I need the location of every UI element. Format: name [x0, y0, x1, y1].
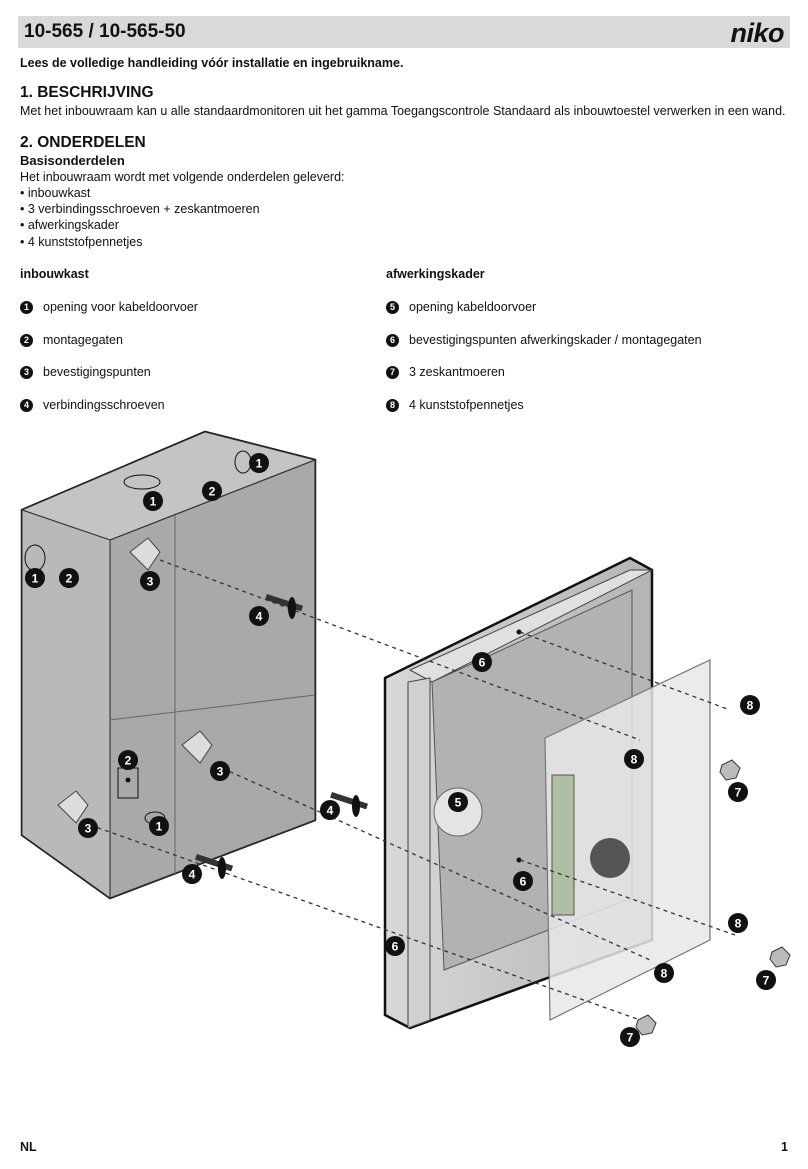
svg-text:3: 3 [147, 575, 154, 589]
assembly-lines [89, 559, 736, 1021]
legend-label: verbindingsschroeven [43, 398, 165, 412]
legend-number: 7 [386, 365, 399, 379]
bullet-item: • inbouwkast [20, 186, 91, 200]
legend-label: montagegaten [43, 333, 123, 347]
legend-label: 4 kunststofpennetjes [409, 398, 524, 412]
monitor-plate [544, 659, 711, 1021]
svg-text:2: 2 [66, 572, 73, 586]
legend-item: 6 bevestigingspunten afwerkingskader / m… [386, 333, 702, 347]
svg-text:1: 1 [256, 457, 263, 471]
legend-right-title: afwerkingskader [386, 267, 485, 281]
legend-label: 3 zeskantmoeren [409, 365, 505, 379]
header-bar: 10-565 / 10-565-50 niko [18, 16, 790, 48]
svg-text:6: 6 [520, 875, 527, 889]
svg-text:6: 6 [479, 656, 486, 670]
footer-language: NL [20, 1140, 37, 1154]
section2-subheading: Basisonderdelen [20, 153, 125, 168]
svg-text:2: 2 [209, 485, 216, 499]
page-number: 1 [781, 1140, 788, 1154]
legend-item: 3 bevestigingspunten [20, 365, 151, 379]
legend-label: opening kabeldoorvoer [409, 300, 537, 314]
bullet-item: • 4 kunststofpennetjes [20, 235, 143, 249]
legend-number: 4 [20, 398, 33, 412]
legend-item: 2 montagegaten [20, 333, 123, 347]
svg-text:8: 8 [661, 967, 668, 981]
svg-text:1: 1 [150, 495, 157, 509]
section2-text: Het inbouwraam wordt met volgende onderd… [20, 170, 345, 184]
svg-text:8: 8 [631, 753, 638, 767]
intro-text: Lees de volledige handleiding vóór insta… [20, 56, 404, 70]
brand-logo: niko [730, 18, 784, 48]
svg-text:7: 7 [627, 1031, 634, 1045]
bullet-item: • afwerkingskader [20, 218, 119, 232]
legend-number: 2 [20, 333, 33, 347]
legend-item: 8 4 kunststofpennetjes [386, 398, 524, 412]
legend-item: 7 3 zeskantmoeren [386, 365, 505, 379]
svg-text:1: 1 [32, 572, 39, 586]
legend-number: 6 [386, 333, 399, 347]
svg-text:3: 3 [217, 765, 224, 779]
legend-number: 5 [386, 300, 399, 314]
bullet-item: • 3 verbindingsschroeven + zeskantmoeren [20, 202, 260, 216]
callout-markers: 1 1 1 1 2 2 2 3 3 3 4 4 4 5 6 6 6 7 7 7 … [25, 453, 776, 1047]
svg-text:6: 6 [392, 940, 399, 954]
svg-text:8: 8 [747, 699, 754, 713]
svg-text:4: 4 [189, 868, 196, 882]
inbouwkast-box [20, 430, 317, 900]
legend-label: bevestigingspunten [43, 365, 151, 379]
assembly-illustration: 1 1 1 1 2 2 2 3 3 3 4 4 4 5 6 6 6 7 7 7 … [20, 430, 791, 1047]
svg-text:5: 5 [455, 796, 462, 810]
svg-text:4: 4 [327, 804, 334, 818]
section1-text: Met het inbouwraam kan u alle standaardm… [20, 104, 786, 118]
legend-label: bevestigingspunten afwerkingskader / mon… [409, 333, 702, 347]
svg-text:3: 3 [85, 822, 92, 836]
legend-number: 3 [20, 365, 33, 379]
section2-heading: 2. ONDERDELEN [20, 134, 146, 151]
svg-text:4: 4 [256, 610, 263, 624]
svg-text:7: 7 [763, 974, 770, 988]
legend-item: 4 verbindingsschroeven [20, 398, 165, 412]
legend-number: 8 [386, 398, 399, 412]
nut-parts [635, 759, 791, 1036]
section1-heading: 1. BESCHRIJVING [20, 84, 154, 101]
legend-label: opening voor kabeldoorvoer [43, 300, 198, 314]
model-title: 10-565 / 10-565-50 [24, 21, 186, 42]
legend-left-title: inbouwkast [20, 267, 89, 281]
legend-item: 5 opening kabeldoorvoer [386, 300, 536, 314]
svg-text:1: 1 [156, 820, 163, 834]
afwerkingskader-frame [383, 556, 654, 1030]
legend-item: 1 opening voor kabeldoorvoer [20, 300, 198, 314]
svg-text:7: 7 [735, 786, 742, 800]
svg-text:8: 8 [735, 917, 742, 931]
screw-parts [195, 593, 369, 879]
legend-number: 1 [20, 300, 33, 314]
svg-text:2: 2 [125, 754, 132, 768]
